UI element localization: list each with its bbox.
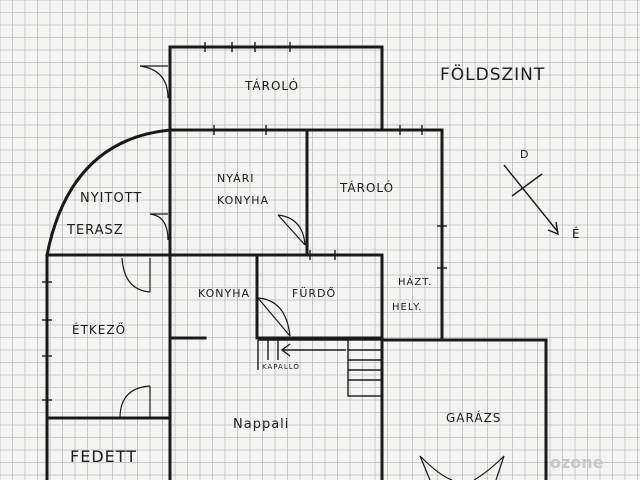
room-dining: ÉTKEZŐ (72, 322, 126, 337)
room-staircase: KAPALLÓ (262, 362, 300, 371)
compass-icon: D É (503, 148, 581, 241)
room-storage-top: TÁROLÓ (244, 78, 299, 93)
room-kitchen: KONYHA (198, 287, 250, 300)
room-terrace-1: NYITOTT (80, 191, 142, 206)
compass-north-label: D (520, 148, 529, 161)
compass-east-label: É (572, 226, 581, 241)
room-terrace-2: TERASZ (66, 223, 124, 238)
title-label: FÖLDSZINT (440, 63, 545, 85)
walls (45, 45, 548, 480)
room-bathroom: FÜRDŐ (292, 286, 336, 300)
room-storage-mid: TÁROLÓ (339, 180, 394, 195)
room-utility-1: HÁZT. (398, 275, 432, 288)
room-summer-kitchen-1: NYÁRI (217, 172, 255, 185)
doors (119, 65, 505, 480)
window-ticks (42, 42, 447, 401)
room-utility-2: HELY. (392, 302, 422, 313)
watermark: ozone (550, 453, 604, 472)
room-covered: FEDETT (70, 447, 137, 466)
room-garage: GARÁZS (446, 410, 501, 425)
room-labels: FÖLDSZINT TÁROLÓ TÁROLÓ NYÁRI KONYHA NYI… (66, 63, 545, 466)
terrace-arc (45, 128, 172, 257)
room-living: Nappali (233, 417, 289, 432)
room-summer-kitchen-2: KONYHA (217, 194, 269, 207)
